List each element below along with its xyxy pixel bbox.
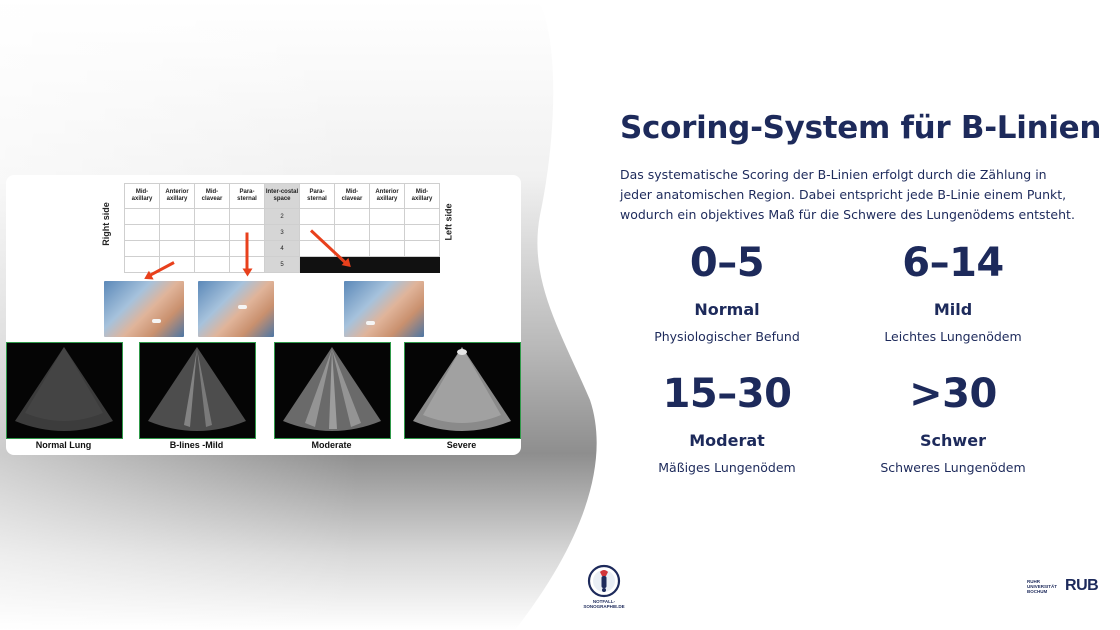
left-side-label: Left side xyxy=(443,203,454,241)
score-range: 15–30 xyxy=(662,371,792,417)
intercostal-cell: 3 xyxy=(264,224,300,241)
col-header: Para- sternal xyxy=(299,183,335,209)
col-header: Inter-costal space xyxy=(264,183,300,209)
ultrasound-image-severe xyxy=(404,342,521,439)
patient-photo xyxy=(198,281,274,337)
score-detail: Physiologischer Befund xyxy=(654,329,800,344)
col-header: Para- sternal xyxy=(229,183,265,209)
ultrasound-image-normal xyxy=(6,342,123,439)
table-row: 4 xyxy=(124,240,440,257)
intercostal-cell: 2 xyxy=(264,208,300,225)
col-header: Anterior axillary xyxy=(369,183,405,209)
score-detail: Mäßiges Lungenödem xyxy=(658,460,796,475)
rub-logo: RUHR UNIVERSITÄT BOCHUM RUB xyxy=(1027,577,1099,595)
b-lines-figure: Right side Left side Mid- axillary Anter… xyxy=(6,175,521,455)
patient-photo xyxy=(344,281,424,337)
score-label: Normal xyxy=(694,300,760,319)
score-detail: Leichtes Lungenödem xyxy=(884,329,1022,344)
score-range: >30 xyxy=(909,371,997,417)
ultrasound-label: Normal Lung xyxy=(35,440,92,450)
score-label: Moderat xyxy=(689,431,765,450)
table-header-row: Mid- axillary Anterior axillary Mid- cla… xyxy=(124,183,440,209)
ultrasound-label: Moderate xyxy=(311,440,352,450)
table-row: 2 xyxy=(124,208,440,225)
score-moderate: 15–30 Moderat Mäßiges Lungenödem xyxy=(612,371,842,475)
table-row: 3 xyxy=(124,224,440,241)
arrow-icon xyxy=(245,232,249,271)
ultrasound-image-mild xyxy=(139,342,256,439)
col-header: Anterior axillary xyxy=(159,183,195,209)
rub-logo-big-text: RUB xyxy=(1065,577,1099,594)
logo-text: NOTFALL- SONOGRAPHIE.DE xyxy=(583,599,625,609)
slide-title: Scoring-System für B-Linien xyxy=(620,110,1102,146)
score-mild: 6–14 Mild Leichtes Lungenödem xyxy=(838,240,1068,344)
score-range: 0–5 xyxy=(689,240,765,286)
right-side-label: Right side xyxy=(100,202,111,246)
score-range: 6–14 xyxy=(902,240,1004,286)
score-severe: >30 Schwer Schweres Lungenödem xyxy=(838,371,1068,475)
zone-table: Mid- axillary Anterior axillary Mid- cla… xyxy=(124,183,440,273)
score-label: Schwer xyxy=(920,431,986,450)
col-header: Mid- axillary xyxy=(404,183,440,209)
intercostal-cell: 4 xyxy=(264,240,300,257)
col-header: Mid- clavear xyxy=(194,183,230,209)
patient-photo xyxy=(104,281,184,337)
ultrasound-label: B-lines -Mild xyxy=(169,440,224,450)
ultrasound-label: Severe xyxy=(446,440,477,450)
notfall-sonographie-logo: NOTFALL- SONOGRAPHIE.DE xyxy=(578,560,630,612)
ultrasound-image-moderate xyxy=(274,342,391,439)
score-normal: 0–5 Normal Physiologischer Befund xyxy=(612,240,842,344)
rub-logo-small-text: RUHR UNIVERSITÄT BOCHUM xyxy=(1027,578,1058,594)
slide-description: Das systematische Scoring der B-Linien e… xyxy=(620,167,1075,222)
score-detail: Schweres Lungenödem xyxy=(880,460,1026,475)
intercostal-cell: 5 xyxy=(264,256,300,273)
col-header: Mid- axillary xyxy=(124,183,160,209)
col-header: Mid- clavear xyxy=(334,183,370,209)
score-label: Mild xyxy=(933,300,973,319)
